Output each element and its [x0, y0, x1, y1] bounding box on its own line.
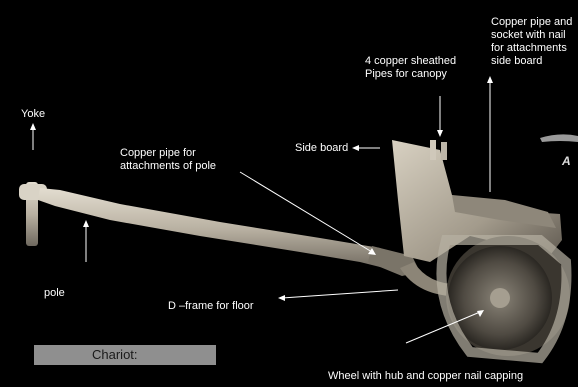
label-socket-line1: Copper pipe and [491, 16, 572, 29]
label-copper-pipe-pole-line1: Copper pipe for [120, 147, 196, 160]
side-board-arrowhead [352, 145, 359, 151]
label-pole: pole [44, 287, 65, 300]
label-wheel: Wheel with hub and copper nail capping [328, 370, 523, 383]
label-socket-line3: for attachments [491, 42, 567, 55]
label-socket-line2: socket with nail [491, 29, 566, 42]
label-d-frame: D –frame for floor [168, 300, 254, 313]
canopy-pipe-shape [430, 140, 436, 160]
pole-arrowhead [83, 220, 89, 227]
label-side-board: Side board [295, 142, 348, 155]
background-fragment [540, 134, 578, 142]
yoke-arrowhead [30, 123, 36, 130]
pole-shape [38, 188, 398, 270]
canopy-pipe-shape [441, 142, 447, 160]
label-canopy-line2: Pipes for canopy [365, 68, 447, 81]
canopy-arrowhead [437, 130, 443, 137]
d-frame-arrow [282, 290, 398, 298]
label-socket-line4: side board [491, 55, 542, 68]
d-frame-arrowhead [278, 295, 285, 301]
caption: Chariot: [92, 347, 138, 362]
letter-a: A [562, 155, 571, 168]
label-copper-pipe-pole-line2: attachments of pole [120, 160, 216, 173]
label-canopy-line1: 4 copper sheathed [365, 55, 456, 68]
wheel-shape [441, 236, 570, 358]
socket-arrowhead [487, 76, 493, 83]
label-yoke: Yoke [21, 108, 45, 121]
